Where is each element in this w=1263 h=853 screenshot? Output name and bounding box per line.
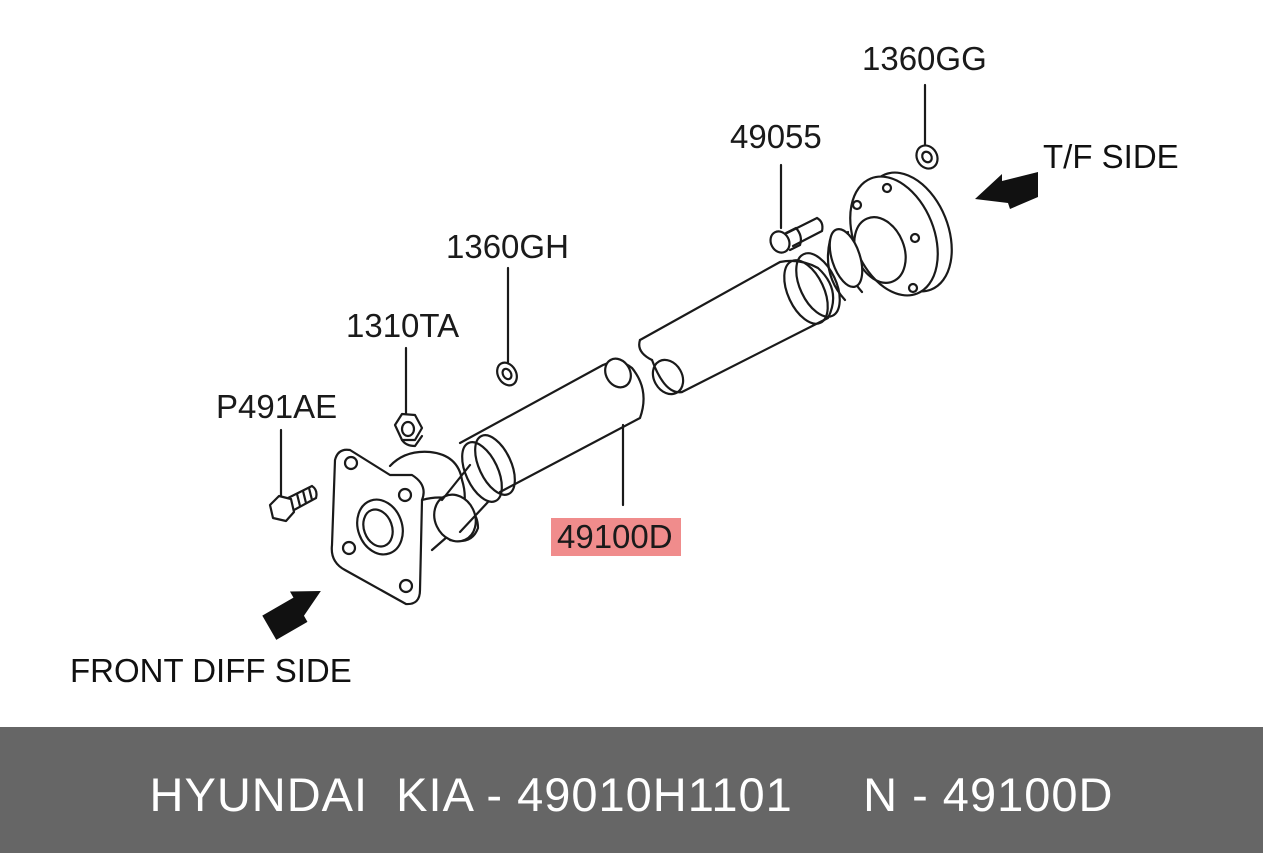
propeller-shaft-diagram bbox=[262, 83, 1038, 640]
nut-1310ta bbox=[393, 412, 424, 448]
front-diff-side-label: FRONT DIFF SIDE bbox=[70, 652, 352, 689]
callout-p491ae: P491AE bbox=[216, 388, 338, 425]
tf-side-label: T/F SIDE bbox=[1043, 138, 1179, 175]
callout-49100d-highlighted: 49100D bbox=[551, 518, 681, 556]
callout-1360gg: 1360GG bbox=[862, 40, 987, 77]
washer-1360gh bbox=[496, 361, 518, 387]
rear-flange-yoke bbox=[826, 171, 953, 302]
footer-bar: HYUNDAI KIA - 49010H1101 N - 49100D bbox=[0, 727, 1263, 853]
tf-side-arrow-icon bbox=[975, 172, 1038, 209]
front-shaft-tube bbox=[458, 357, 645, 503]
bolt-p491ae bbox=[268, 484, 318, 523]
bolt-49055 bbox=[769, 216, 824, 254]
part-number-caption: HYUNDAI KIA - 49010H1101 N - 49100D bbox=[149, 768, 1114, 821]
washer-1360gg bbox=[915, 144, 939, 170]
callout-1360gh: 1360GH bbox=[446, 228, 569, 265]
callout-1310ta: 1310TA bbox=[346, 307, 460, 344]
leader-lines bbox=[279, 83, 927, 507]
callout-49055: 49055 bbox=[730, 118, 822, 155]
rear-shaft-tube bbox=[638, 252, 841, 396]
front-diff-arrow-icon bbox=[262, 591, 321, 640]
front-flange-joint bbox=[330, 448, 490, 606]
